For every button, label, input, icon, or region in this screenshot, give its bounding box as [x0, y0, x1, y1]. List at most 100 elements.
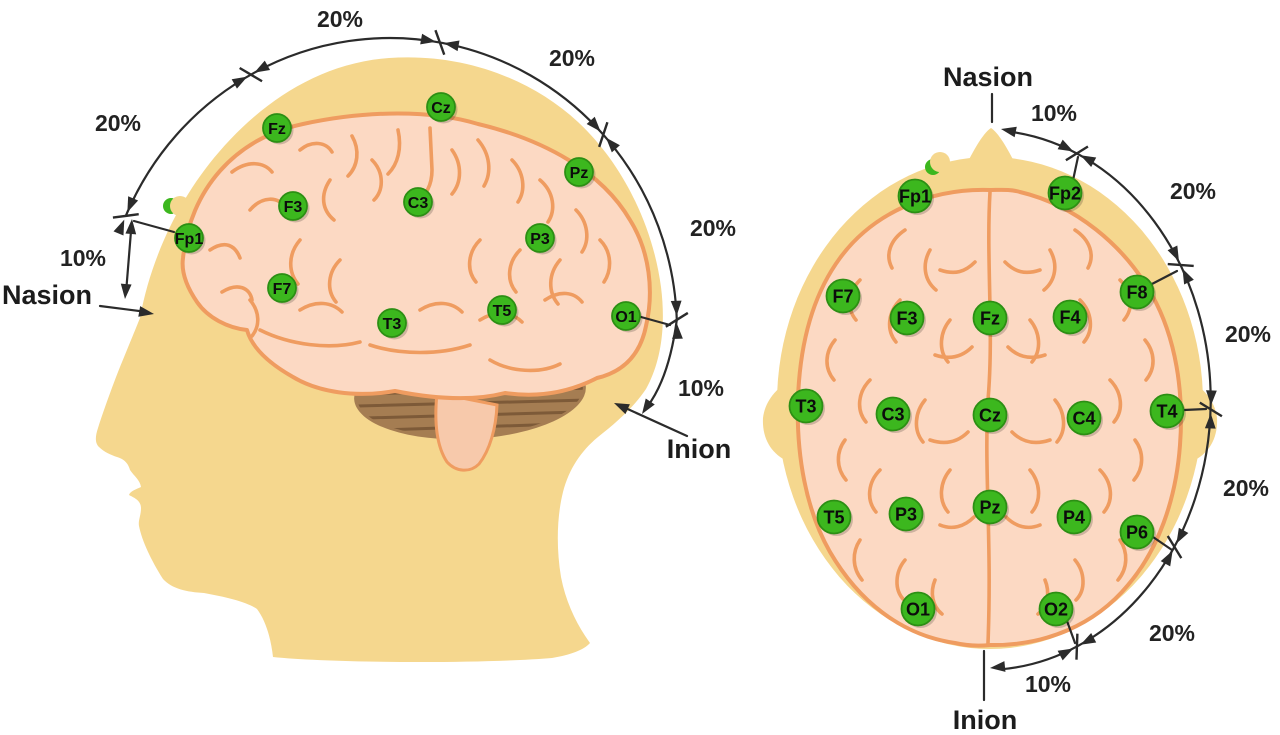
arrowhead	[1167, 245, 1179, 262]
electrode-f7-top: F7	[825, 278, 862, 315]
electrode-c4-top: C4	[1066, 400, 1103, 437]
brain-top-gyri	[825, 190, 1155, 645]
electrode-dot	[278, 191, 308, 221]
arrowhead	[1057, 139, 1074, 152]
electrode-label: Pz	[979, 497, 1000, 517]
electrode-label: Fz	[268, 121, 286, 138]
electrode-t4-top: T4	[1149, 393, 1186, 430]
arc-tick	[1075, 633, 1079, 660]
electrode-fz-side: Fz	[262, 113, 294, 145]
electrode-dot	[972, 397, 1008, 433]
electrode-dot	[525, 223, 555, 253]
electrode-f4-top: F4	[1052, 299, 1089, 336]
electrode-dot	[1066, 400, 1102, 436]
arrowhead	[614, 403, 630, 415]
fp1-tick-connector	[132, 219, 176, 234]
arc-tick	[1065, 145, 1089, 162]
brain-side-gyri	[208, 126, 612, 373]
electrode-t5-side: T5	[487, 295, 519, 327]
electrode-label: F7	[273, 281, 292, 298]
measurement-arc-top	[982, 92, 1212, 702]
arc-tick	[665, 311, 689, 328]
arrowhead	[670, 300, 682, 316]
arrowhead	[642, 398, 655, 414]
arrowhead	[113, 219, 125, 236]
electrode-t3-side: T3	[377, 308, 409, 340]
arc-tick	[434, 29, 446, 56]
arrowhead	[586, 116, 601, 132]
electrode-o1-top: O1	[900, 591, 937, 628]
electrode-label: Cz	[979, 405, 1001, 425]
arc-tick	[598, 121, 609, 148]
electrode-dot	[611, 301, 641, 331]
electrode-f7-side: F7	[267, 273, 299, 305]
electrode-pz-top: Pz	[972, 489, 1009, 526]
electrode-dot	[267, 273, 297, 303]
electrode-dot	[262, 113, 292, 143]
electrode-dot	[426, 92, 456, 122]
electrode-dot	[888, 496, 924, 532]
electrode-label: T3	[795, 396, 816, 416]
arrowhead	[138, 306, 154, 317]
electrode-dot	[377, 308, 407, 338]
o1-tick-connector	[639, 315, 672, 327]
label-pct-left-side: 20%	[95, 110, 141, 136]
sliver-cover-top	[930, 152, 950, 172]
electrode-t5-top: T5	[816, 499, 853, 536]
electrode-label: F4	[1059, 307, 1080, 327]
nasion-bump	[960, 128, 1022, 192]
brainstem	[434, 391, 499, 472]
electrode-fp2-top: Fp2	[1047, 175, 1084, 212]
label-pct-20-a-top: 20%	[1170, 178, 1216, 204]
electrode-dot	[1047, 175, 1083, 211]
electrode-dot	[1119, 514, 1155, 550]
arrowhead	[1176, 527, 1189, 544]
label-inion-top: Inion	[953, 705, 1017, 735]
arc-tick	[1167, 262, 1194, 268]
arrowhead	[1206, 390, 1217, 406]
electrode-label: C3	[881, 404, 904, 424]
t4-tick-connector	[1182, 407, 1208, 412]
electrode-dot	[897, 178, 933, 214]
electrode-fz-top: Fz	[972, 300, 1009, 337]
sliver-cover-side	[170, 196, 190, 216]
electrode-label: Fp1	[175, 231, 204, 248]
arrowhead	[231, 76, 248, 89]
electrode-label: O1	[906, 599, 930, 619]
electrode-cz-top: Cz	[972, 397, 1009, 434]
label-pct-20-d-top: 20%	[1149, 620, 1195, 646]
electrode-dot	[1038, 591, 1074, 627]
electrode-fp1-top: Fp1	[897, 178, 934, 215]
electrode-label: T5	[493, 303, 512, 320]
electrode-label: P3	[895, 504, 917, 524]
electrode-dot	[972, 489, 1008, 525]
electrode-fp1-side: Fp1	[174, 223, 206, 255]
label-pct-top-side: 20%	[317, 6, 363, 32]
arrowhead	[1182, 268, 1194, 285]
electrode-dot	[816, 499, 852, 535]
label-pct-right-side: 20%	[690, 215, 736, 241]
electrode-dot	[875, 396, 911, 432]
o2-tick-connector	[1065, 619, 1077, 645]
electrode-label: C4	[1072, 408, 1095, 428]
electrode-label: T3	[383, 316, 402, 333]
electrode-label: F3	[284, 199, 303, 216]
electrode-label: P6	[1126, 522, 1148, 542]
arrowhead	[420, 33, 436, 45]
electrode-label: T4	[1156, 401, 1177, 421]
arrowhead	[120, 283, 132, 299]
electrode-label: T5	[823, 507, 844, 527]
arrowhead	[1057, 648, 1074, 661]
electrode-dot	[900, 591, 936, 627]
arrowhead	[127, 196, 139, 213]
arrowhead	[672, 323, 683, 339]
arrowhead	[1080, 632, 1097, 645]
electrode-o1-side: O1	[611, 301, 643, 333]
electrode-dot	[1149, 393, 1185, 429]
ten-percent-bracket	[124, 223, 133, 295]
f8-tick-connector	[1148, 269, 1179, 287]
label-pct-10-bot-top: 10%	[1025, 671, 1071, 697]
